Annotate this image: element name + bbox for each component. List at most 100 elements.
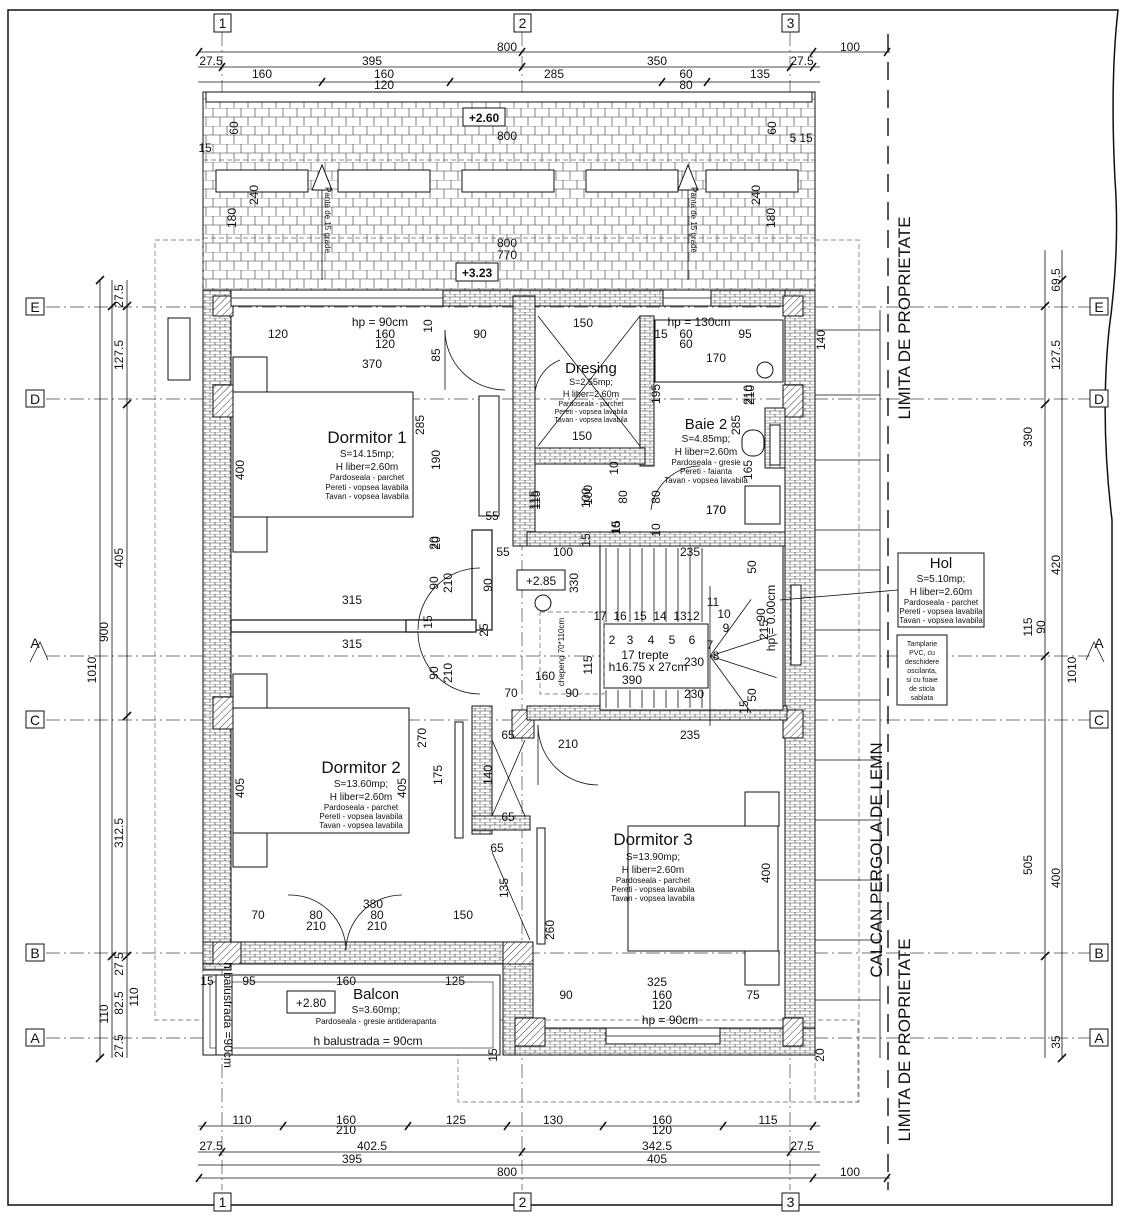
- axis-labels-left: E D A C B A: [25, 297, 49, 1047]
- dim-right-c0: 69.5: [1049, 268, 1063, 292]
- room-f1-dresing: Pardoseala - parchet: [559, 401, 624, 408]
- note-line: sablata: [911, 695, 934, 702]
- interior-dimension-label: 235: [680, 545, 700, 559]
- dim-right-c3: 420: [1049, 555, 1063, 575]
- interior-dimension-label: 285: [413, 415, 427, 435]
- interior-dimension-label: 125: [445, 974, 465, 988]
- dim-left-mid: 900: [97, 622, 111, 642]
- axis-bottom-1: 1: [219, 1194, 227, 1210]
- dim-bottom-r3-0: 395: [342, 1152, 362, 1166]
- interior-dimension-label: 80: [649, 490, 663, 504]
- interior-dimension-label: 70: [251, 908, 265, 922]
- axis-left-C: C: [30, 712, 40, 728]
- dim-top-r2-1: 395: [362, 54, 382, 68]
- room-f3-dormitor-1: Tavan - vopsea lavabila: [325, 492, 409, 501]
- note-line: PVC, cu: [909, 650, 935, 657]
- dim-left-c2: 405: [112, 548, 126, 568]
- room-name-dormitor-2: Dormitor 2: [321, 758, 400, 777]
- dim-left-c3: 312.5: [112, 818, 126, 848]
- interior-dimension-label: hp = 90cm: [642, 1013, 698, 1027]
- stair-step-number: 16: [613, 609, 627, 623]
- dim-bottom-r1-0: 110: [232, 1113, 251, 1127]
- interior-dimension-label: 170: [706, 503, 726, 517]
- dim-left-b0: 110: [97, 1004, 111, 1023]
- interior-dimension-label: 330: [567, 573, 581, 593]
- top-dimensions: 800 100 27.5 395 350 27.5 160 160 285 60…: [195, 40, 891, 92]
- interior-dimension-label: hp = 130cm: [667, 315, 730, 329]
- dim-bottom-total: 800: [497, 1165, 517, 1179]
- interior-dimension-label: 400: [233, 460, 247, 480]
- interior-dimension-label: 75: [746, 988, 760, 1002]
- interior-dimension-label: 55: [496, 545, 510, 559]
- interior-dimension-label: 405: [233, 778, 247, 798]
- dim-left-outer: 1010: [85, 656, 99, 683]
- axis-left-D: D: [30, 391, 40, 407]
- dim-top-ext: 100: [840, 40, 860, 54]
- stair-step-number: 10: [717, 607, 731, 621]
- roof-elev-bottom: +3.23: [462, 266, 493, 280]
- roof-dim-800a: 800: [497, 129, 517, 143]
- roof-overhang: +2.60 800 800 770 +3.23 60 60 240 240 18…: [198, 91, 816, 291]
- roof-dim-60l: 60: [227, 121, 241, 135]
- stair-step-number: 7: [707, 638, 714, 652]
- dim-bottom-r2-0: 27.5: [199, 1139, 223, 1153]
- stair-hp: hp = 0.00cm: [764, 585, 778, 651]
- interior-dimension-label: 115: [581, 655, 595, 674]
- stair-step-number: 2: [609, 633, 616, 647]
- room-f2-dresing: Pereti - vopsea lavabila: [555, 409, 628, 416]
- note-line: de sticla: [909, 686, 935, 693]
- roof-dim-60r: 60: [765, 121, 779, 135]
- room-f3-baie-2: Tavan - vopsea lavabila: [664, 476, 748, 485]
- stair-step-number: 14: [653, 609, 667, 623]
- stair-step-number: 8: [713, 649, 720, 663]
- stair-step-number: 13: [673, 609, 687, 623]
- interior-dimension-label: 15: [609, 520, 623, 534]
- interior-dimension-label: 120: [652, 998, 672, 1012]
- dim-bottom-r1-1: 160: [336, 1113, 356, 1127]
- room-dormitor-2: Dormitor 2 S=13.60mp; H liber=2.60m Pard…: [319, 758, 403, 830]
- interior-dimension-label: 15: [200, 974, 214, 988]
- room-hol: Hol S=5.10mp; H liber=2.60m Pardoseala -…: [779, 552, 985, 628]
- door-swings: [287, 329, 701, 951]
- axis-labels-right: E D A C B A: [1085, 297, 1109, 1047]
- interior-dimension-label: 210: [743, 385, 757, 405]
- interior-dimension-label: 90: [754, 608, 768, 622]
- interior-dimension-label: 20: [427, 536, 441, 550]
- balcony-railing: h balustrada = 90cm: [313, 1034, 422, 1048]
- stair-hatch-label: chepeng 70*110cm: [557, 617, 566, 686]
- dim-right-c5: 90: [1034, 620, 1048, 634]
- dim-top-r3-0: 160: [252, 67, 272, 81]
- interior-dimension-label: 115: [527, 490, 541, 509]
- interior-dimension-label: 15: [737, 700, 751, 714]
- axis-left-E: E: [30, 299, 39, 315]
- interior-dimension-label: 90: [559, 988, 573, 1002]
- interior-dimension-label: 160: [535, 669, 555, 683]
- interior-dimension-label: 55: [485, 509, 499, 523]
- room-h-dormitor-1: H liber=2.60m: [336, 462, 399, 473]
- stair-winder: [709, 655, 752, 713]
- room-f2-baie-2: Pereti - faianta: [680, 467, 733, 476]
- dim-top-r2-3: 27.5: [790, 54, 814, 68]
- interior-dimension-label: 135: [497, 878, 511, 898]
- interior-dimension-label: 10: [421, 319, 435, 333]
- dim-top-r3b-1: 80: [679, 78, 693, 92]
- interior-dimension-label: 405: [395, 778, 409, 798]
- interior-dimension-label: 100: [579, 488, 593, 508]
- roof-dim-180r: 180: [764, 208, 778, 228]
- axis-right-A: A: [1094, 1030, 1104, 1046]
- roof-dim-800b: 800: [497, 236, 517, 250]
- dim-top-r3-4: 135: [750, 67, 770, 81]
- interior-dimension-label: 210: [441, 573, 455, 593]
- room-dresing: Dresing S=2.55mp; H liber=2.60m Pardosea…: [554, 360, 627, 424]
- stair-winder: [709, 655, 777, 679]
- dim-left-b3: 110: [127, 987, 141, 1006]
- interior-dimension-label: 65: [501, 810, 515, 824]
- dim-bottom-r3-1: 405: [647, 1152, 667, 1166]
- room-f2-dormitor-3: Pereti - vopsea lavabila: [611, 885, 695, 894]
- room-area-baie-2: S=4.85mp;: [682, 434, 731, 445]
- interior-dimension-label: 15: [421, 615, 435, 629]
- dim-top-r3-1: 160: [374, 67, 394, 81]
- axis-left-A-section: A: [30, 635, 40, 651]
- interior-dimension-label: 210: [306, 919, 326, 933]
